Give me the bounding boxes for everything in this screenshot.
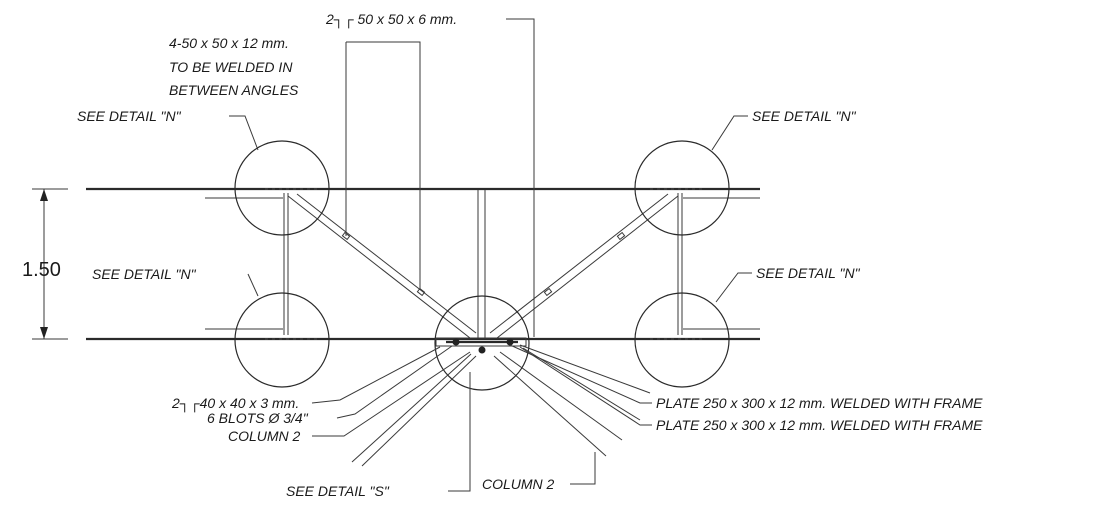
plates-label-line-1: 4-50 x 50 x 12 mm. — [169, 35, 289, 51]
column-label-bottom: COLUMN 2 — [482, 476, 555, 492]
plates-label-line-3: BETWEEN ANGLES — [169, 82, 299, 98]
plate-label-1: PLATE 250 x 300 x 12 mm. WELDED WITH FRA… — [656, 395, 983, 411]
dimension-value: 1.50 — [22, 259, 61, 281]
column-members — [351, 344, 651, 467]
bottom-chord — [86, 328, 760, 341]
detail-circle-top-left — [234, 140, 330, 236]
vertical-members — [283, 190, 683, 338]
plate-label-2: PLATE 250 x 300 x 12 mm. WELDED WITH FRA… — [656, 417, 983, 433]
bolt-3 — [506, 338, 514, 346]
bolt-2 — [478, 346, 486, 354]
chord-bolt-marks — [265, 188, 705, 340]
detail-circle-bottom-right — [634, 292, 730, 388]
detail-n-label-top-left: SEE DETAIL "N" — [77, 108, 182, 124]
detail-circle-center — [434, 295, 530, 391]
center-connection — [435, 337, 527, 354]
small-angle-label: 2┐┌40 x 40 x 3 mm. — [171, 395, 299, 413]
detail-s-label: SEE DETAIL "S" — [286, 483, 390, 499]
detail-n-label-top-right: SEE DETAIL "N" — [752, 108, 857, 124]
bolts-label: 6 BLOTS Ø 3/4" — [207, 410, 309, 426]
column-label-left: COLUMN 2 — [228, 428, 301, 444]
detail-n-label-mid-left: SEE DETAIL "N" — [92, 266, 197, 282]
bolt-1 — [452, 338, 460, 346]
detail-circle-bottom-left — [234, 292, 330, 388]
top-chord — [86, 187, 760, 199]
detail-circle-top-right — [634, 140, 730, 236]
diagonal-members — [287, 193, 679, 339]
top-angle-label: 2┐┌ 50 x 50 x 6 mm. — [325, 11, 457, 29]
leader-lines — [229, 18, 752, 492]
dimension-line — [32, 188, 68, 340]
plates-label-line-2: TO BE WELDED IN — [169, 59, 293, 75]
detail-n-label-mid-right: SEE DETAIL "N" — [756, 265, 861, 281]
